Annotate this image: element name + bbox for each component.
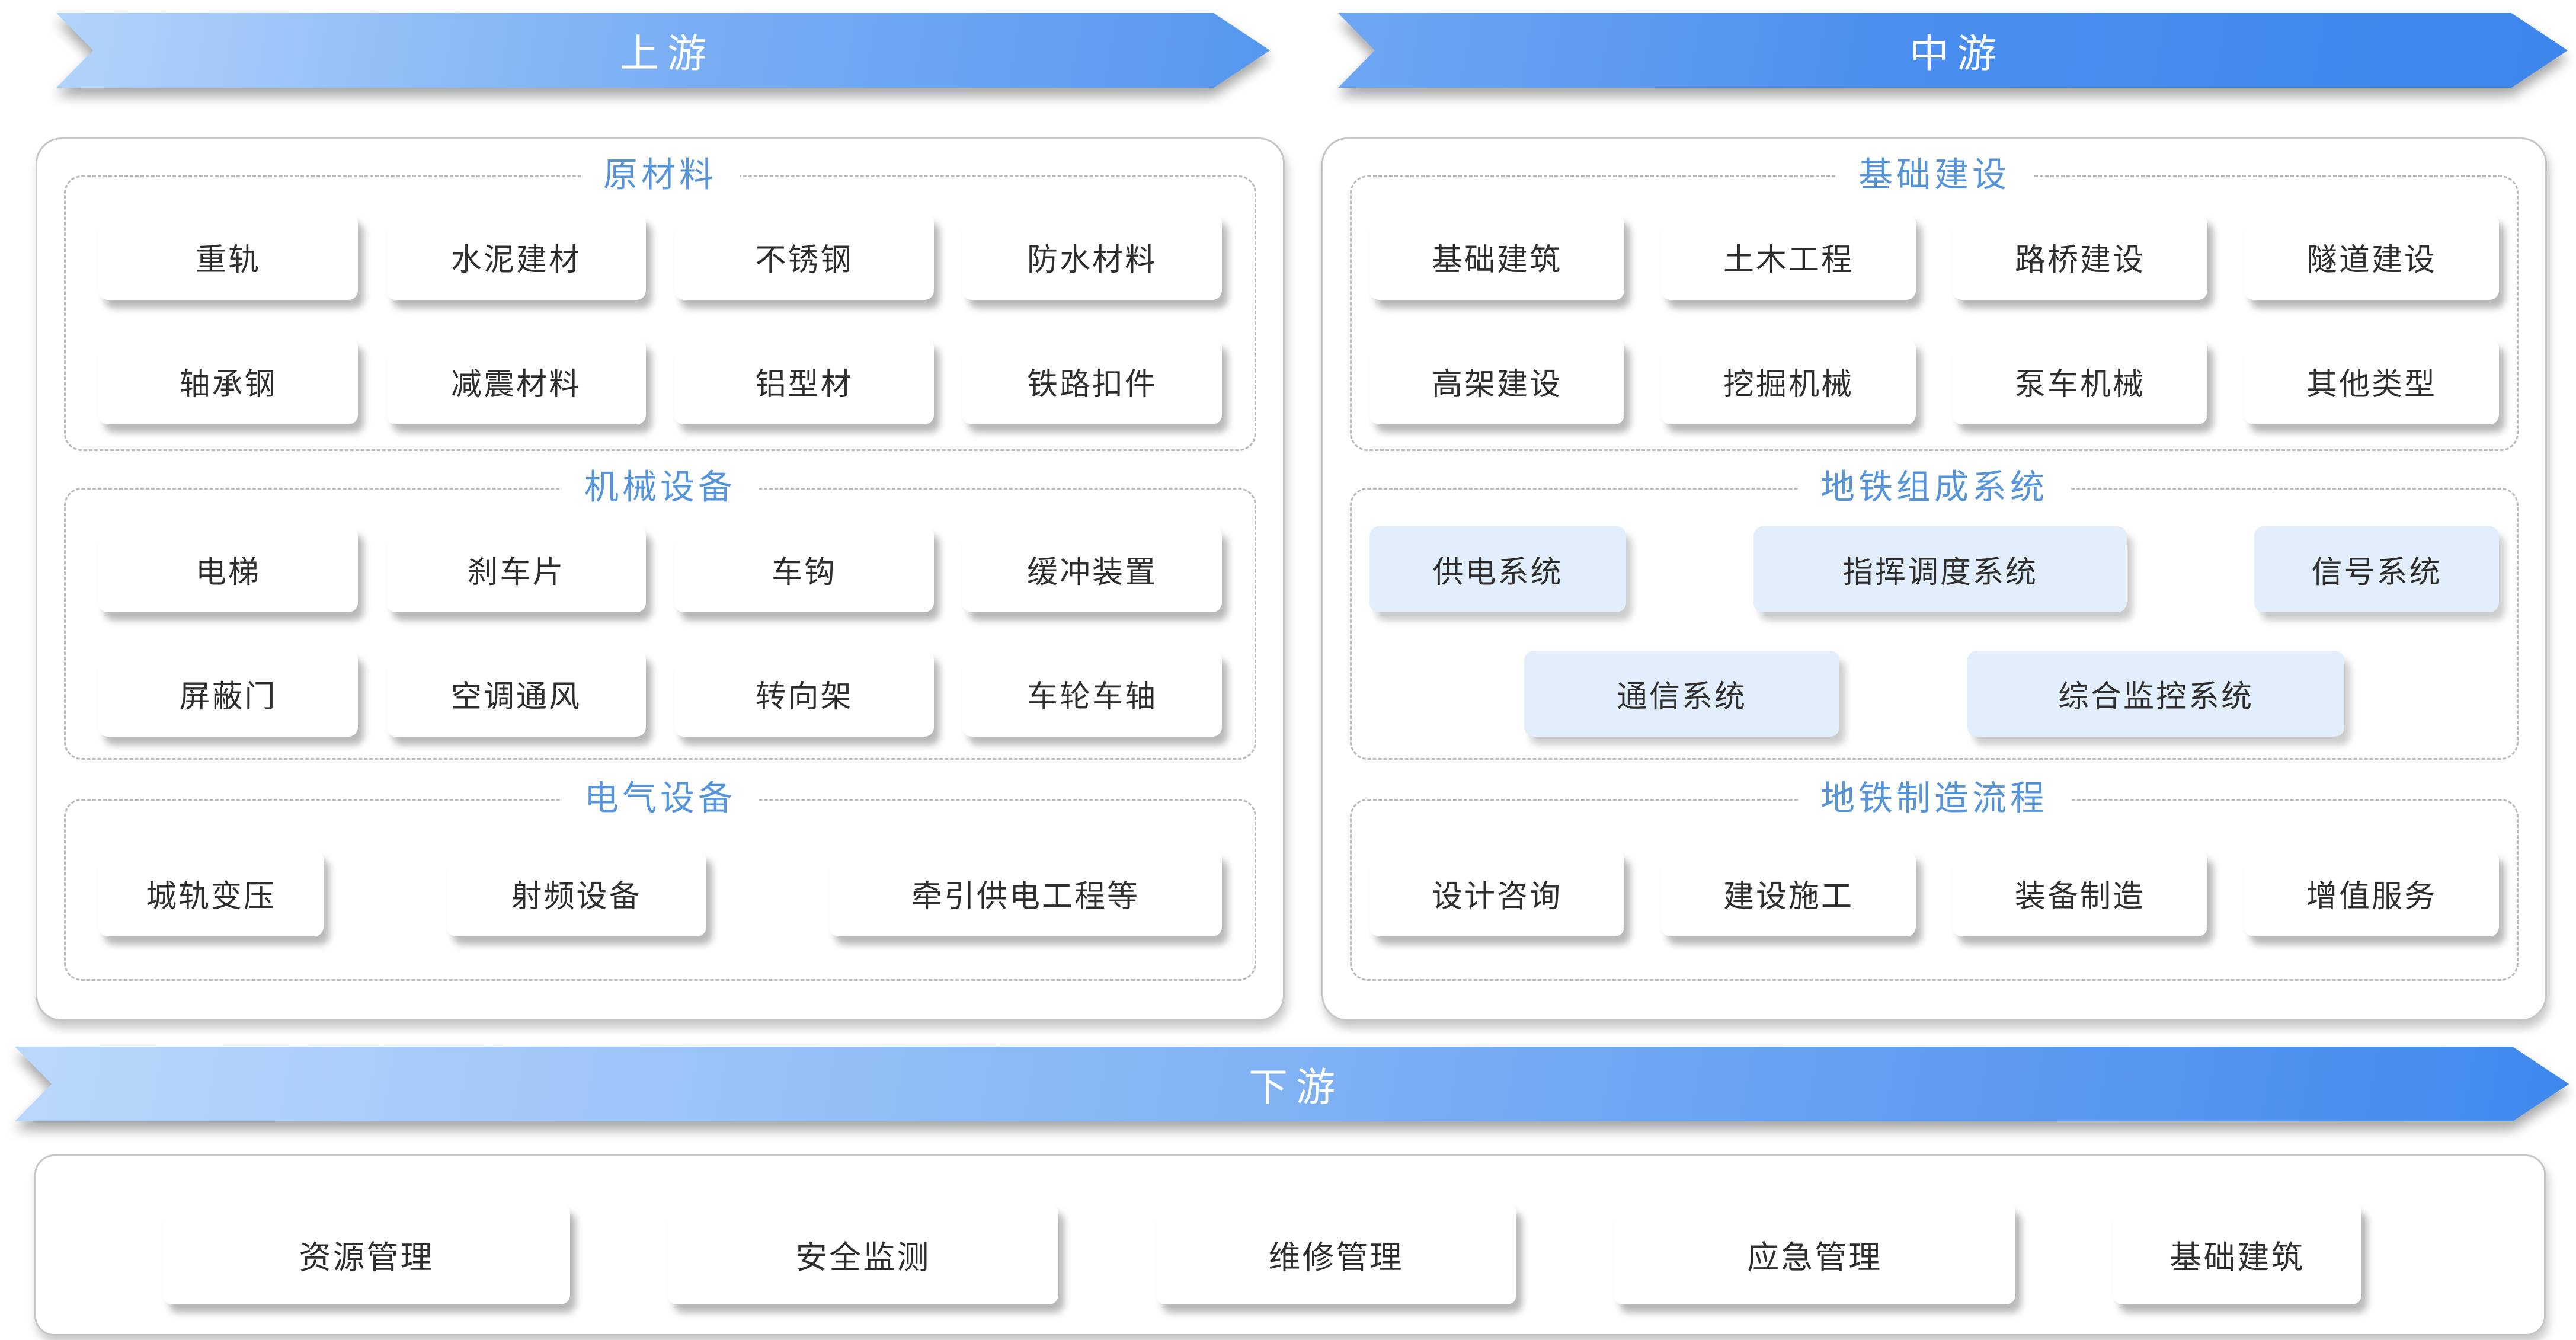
- item-box: 应急管理: [1614, 1204, 2016, 1304]
- midstream-panel: 基础建设 基础建筑 土木工程 路桥建设 隧道建设 高架建设 挖掘机械 泵车机械 …: [1321, 137, 2547, 1021]
- item-box: 泵车机械: [1953, 338, 2207, 424]
- item-box: 基础建筑: [1369, 214, 1624, 300]
- item-box: 挖掘机械: [1661, 338, 1916, 424]
- item-box: 建设施工: [1661, 850, 1916, 936]
- box-row: 屏蔽门 空调通风 转向架 车轮车轴: [66, 651, 1255, 737]
- section-title: 原材料: [580, 155, 740, 196]
- section-title: 地铁制造流程: [1797, 779, 2071, 819]
- box-row: 轴承钢 减震材料 铝型材 铁路扣件: [66, 338, 1255, 424]
- section-title: 基础建设: [1835, 155, 2033, 196]
- item-box: 轴承钢: [98, 338, 358, 424]
- item-box: 车轮车轴: [962, 651, 1222, 737]
- box-row: 基础建筑 土木工程 路桥建设 隧道建设: [1352, 214, 2517, 300]
- item-box: 装备制造: [1953, 850, 2207, 936]
- section-electrical-equipment: 电气设备 城轨变压 射频设备 牵引供电工程等: [64, 779, 1256, 981]
- item-box: 不锈钢: [674, 214, 934, 300]
- downstream-panel: 资源管理 安全监测 维修管理 应急管理 基础建筑: [34, 1154, 2546, 1336]
- section-infrastructure: 基础建设 基础建筑 土木工程 路桥建设 隧道建设 高架建设 挖掘机械 泵车机械 …: [1350, 155, 2519, 451]
- item-box: 防水材料: [962, 214, 1222, 300]
- item-box-highlight: 指挥调度系统: [1753, 526, 2127, 612]
- section-title: 电气设备: [561, 779, 759, 819]
- item-box: 城轨变压: [98, 850, 324, 936]
- item-box: 其他类型: [2244, 338, 2499, 424]
- downstream-banner-arrow: 下游: [15, 1047, 2569, 1121]
- item-box: 射频设备: [446, 850, 706, 936]
- section-metro-systems: 地铁组成系统 供电系统 指挥调度系统 信号系统 通信系统 综合监控系统: [1350, 468, 2519, 760]
- item-box-highlight: 供电系统: [1369, 526, 1626, 612]
- upstream-banner: 上游: [56, 13, 1270, 88]
- item-box: 增值服务: [2244, 850, 2499, 936]
- item-box-highlight: 信号系统: [2254, 526, 2499, 612]
- item-box: 铁路扣件: [962, 338, 1222, 424]
- box-row: 电梯 刹车片 车钩 缓冲装置: [66, 526, 1255, 612]
- downstream-banner: 下游: [15, 1047, 2569, 1121]
- section-title: 机械设备: [561, 468, 759, 508]
- item-box: 重轨: [98, 214, 358, 300]
- section-metro-manufacturing-process: 地铁制造流程 设计咨询 建设施工 装备制造 增值服务: [1350, 779, 2519, 981]
- item-box: 屏蔽门: [98, 651, 358, 737]
- item-box: 土木工程: [1661, 214, 1916, 300]
- box-row: 供电系统 指挥调度系统 信号系统: [1352, 526, 2517, 612]
- midstream-banner-label: 中游: [1909, 31, 2005, 75]
- item-box: 路桥建设: [1953, 214, 2207, 300]
- item-box: 减震材料: [386, 338, 646, 424]
- section-title: 地铁组成系统: [1797, 468, 2071, 508]
- box-row: 城轨变压 射频设备 牵引供电工程等: [66, 850, 1255, 936]
- downstream-banner-label: 下游: [1249, 1065, 1343, 1109]
- box-row: 通信系统 综合监控系统: [1352, 651, 2517, 737]
- item-box: 安全监测: [667, 1204, 1058, 1304]
- item-box: 维修管理: [1156, 1204, 1516, 1304]
- section-raw-materials: 原材料 重轨 水泥建材 不锈钢 防水材料 轴承钢 减震材料 铝型材 铁路扣件: [64, 155, 1256, 451]
- item-box: 空调通风: [386, 651, 646, 737]
- item-box: 隧道建设: [2244, 214, 2499, 300]
- item-box: 刹车片: [386, 526, 646, 612]
- box-row: 设计咨询 建设施工 装备制造 增值服务: [1352, 850, 2517, 936]
- item-box: 铝型材: [674, 338, 934, 424]
- midstream-banner: 中游: [1338, 13, 2568, 88]
- midstream-banner-arrow: 中游: [1338, 13, 2568, 88]
- item-box: 资源管理: [163, 1204, 570, 1304]
- upstream-banner-label: 上游: [620, 31, 715, 75]
- box-row: 高架建设 挖掘机械 泵车机械 其他类型: [1352, 338, 2517, 424]
- upstream-banner-arrow: 上游: [56, 13, 1270, 88]
- item-box: 设计咨询: [1369, 850, 1624, 936]
- item-box: 车钩: [674, 526, 934, 612]
- item-box: 转向架: [674, 651, 934, 737]
- item-box: 电梯: [98, 526, 358, 612]
- box-row: 重轨 水泥建材 不锈钢 防水材料: [66, 214, 1255, 300]
- section-mechanical-equipment: 机械设备 电梯 刹车片 车钩 缓冲装置 屏蔽门 空调通风 转向架 车轮车轴: [64, 468, 1256, 760]
- item-box: 基础建筑: [2113, 1204, 2361, 1304]
- box-row: 资源管理 安全监测 维修管理 应急管理 基础建筑: [36, 1156, 2544, 1334]
- item-box-highlight: 综合监控系统: [1967, 651, 2344, 737]
- item-box: 高架建设: [1369, 338, 1624, 424]
- upstream-panel: 原材料 重轨 水泥建材 不锈钢 防水材料 轴承钢 减震材料 铝型材 铁路扣件 机…: [36, 137, 1285, 1021]
- item-box: 牵引供电工程等: [829, 850, 1222, 936]
- item-box-highlight: 通信系统: [1524, 651, 1839, 737]
- item-box: 水泥建材: [386, 214, 646, 300]
- item-box: 缓冲装置: [962, 526, 1222, 612]
